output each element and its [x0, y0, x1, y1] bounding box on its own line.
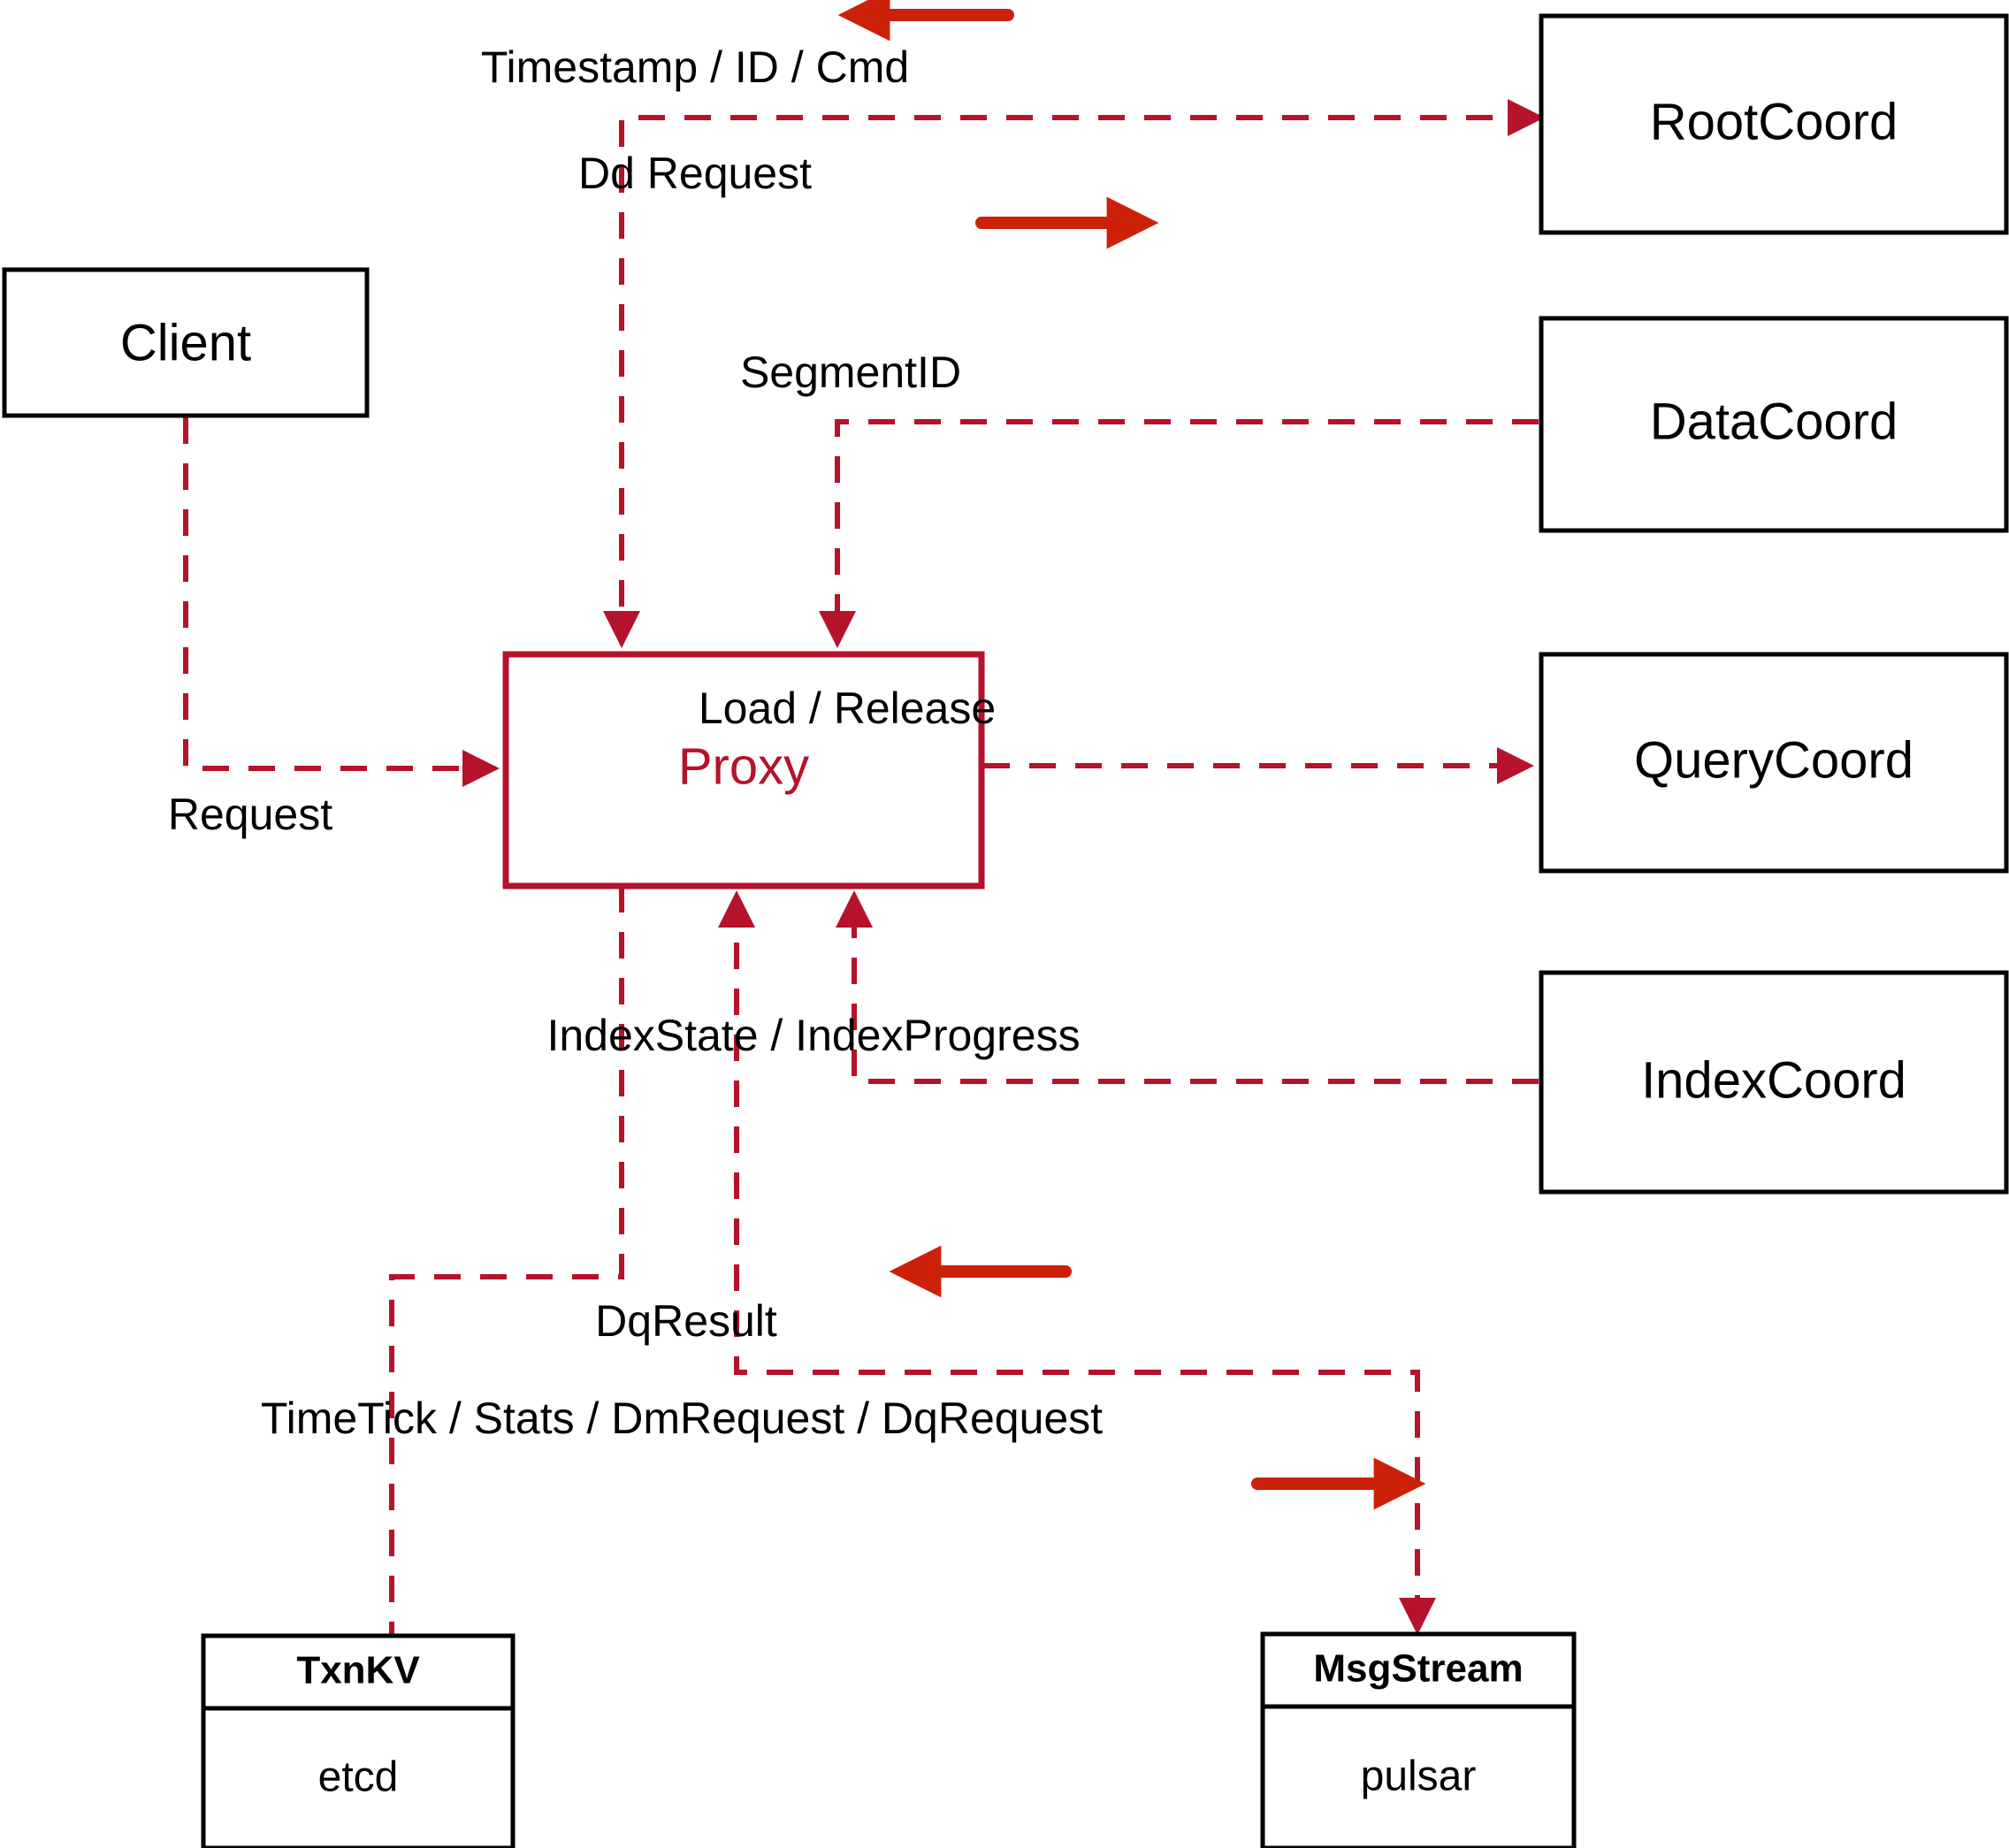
edge-client-proxy — [183, 417, 500, 787]
edge-label-dd-request: Dd Request — [578, 149, 812, 198]
node-client-label: Client — [120, 314, 251, 371]
node-datacoord-label: DataCoord — [1650, 393, 1898, 450]
edge-proxy-msgstream — [718, 890, 1436, 1635]
edge-proxy-txnkv — [389, 886, 624, 1634]
node-indexcoord-label: IndexCoord — [1641, 1051, 1906, 1109]
node-proxy[interactable]: Proxy — [502, 651, 985, 890]
node-querycoord-label: QueryCoord — [1634, 731, 1914, 789]
edge-label-timetick-stats: TimeTick / Stats / DmRequest / DqRequest — [261, 1394, 1103, 1443]
edge-label-dq-result: DqResult — [595, 1296, 777, 1346]
node-datacoord[interactable]: DataCoord — [1539, 316, 2009, 533]
node-indexcoord[interactable]: IndexCoord — [1539, 970, 2009, 1195]
node-msgstream[interactable]: MsgStream pulsar — [1260, 1631, 1577, 1848]
node-rootcoord[interactable]: RootCoord — [1539, 13, 2009, 235]
edge-label-request: Request — [168, 790, 332, 839]
node-txnkv[interactable]: TxnKV etcd — [201, 1633, 516, 1848]
node-querycoord[interactable]: QueryCoord — [1539, 652, 2009, 874]
edge-proxy-rootcoord — [603, 99, 1545, 648]
node-rootcoord-label: RootCoord — [1650, 93, 1898, 150]
edge-label-segment-id: SegmentID — [740, 347, 961, 397]
edge-proxy-datacoord — [819, 419, 1539, 648]
edge-label-timestamp-id-cmd: Timestamp / ID / Cmd — [481, 42, 909, 92]
edge-label-load-release: Load / Release — [699, 683, 996, 733]
node-msgstream-body: pulsar — [1361, 1753, 1477, 1800]
node-txnkv-body: etcd — [318, 1754, 399, 1801]
node-txnkv-title: TxnKV — [296, 1649, 420, 1692]
node-client[interactable]: Client — [2, 267, 370, 418]
node-proxy-label: Proxy — [678, 737, 809, 795]
edge-label-index-state-progress: IndexState / IndexProgress — [546, 1011, 1080, 1060]
node-msgstream-title: MsgStream — [1313, 1647, 1523, 1691]
